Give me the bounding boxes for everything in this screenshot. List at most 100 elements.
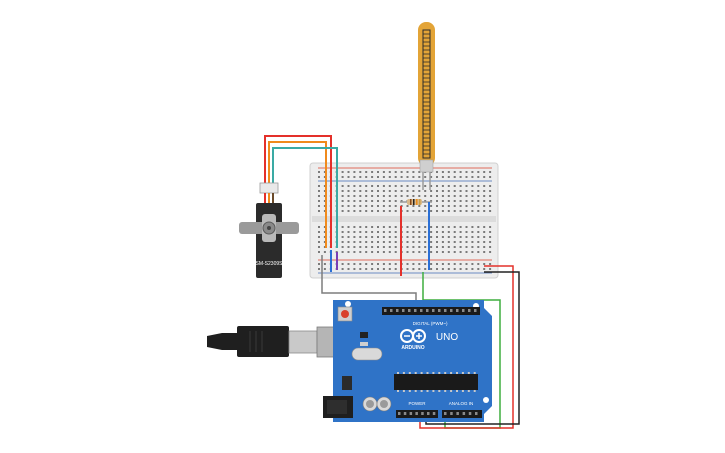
bottom-header-pins	[398, 412, 478, 415]
breadboard-hole	[365, 176, 368, 178]
breadboard-hole	[483, 195, 486, 197]
breadboard-hole	[347, 200, 350, 202]
chip-pin	[432, 372, 435, 374]
breadboard-hole	[382, 176, 385, 178]
breadboard-hole	[359, 251, 362, 253]
breadboard-hole	[459, 176, 462, 178]
breadboard-hole	[430, 205, 433, 207]
breadboard-hole	[447, 268, 450, 270]
breadboard-hole	[441, 205, 444, 207]
arduino-uno[interactable]: DIGITAL (PWM~) ARDUINO UNO POWER A	[323, 300, 492, 422]
breadboard-hole	[436, 185, 438, 187]
breadboard-hole	[489, 176, 492, 178]
digital-header-pins	[384, 309, 477, 312]
breadboard-hole	[382, 171, 385, 173]
breadboard-hole	[318, 246, 320, 248]
breadboard-hole	[412, 190, 415, 192]
breadboard-hole	[323, 236, 326, 238]
chip-pin	[473, 372, 476, 374]
breadboard-hole	[388, 195, 391, 197]
breadboard-hole	[471, 226, 474, 228]
breadboard-hole	[318, 263, 320, 265]
flex-sensor[interactable]	[418, 22, 435, 190]
breadboard-hole	[394, 205, 397, 207]
breadboard-hole	[382, 205, 385, 207]
breadboard-hole	[371, 185, 374, 187]
chip-pin	[450, 390, 453, 392]
breadboard-hole	[382, 236, 385, 238]
breadboard-hole	[371, 241, 374, 243]
breadboard-hole	[388, 226, 391, 228]
breadboard-hole	[418, 190, 421, 192]
breadboard-hole	[453, 268, 456, 270]
chip-pin	[420, 372, 423, 374]
breadboard-hole	[341, 205, 344, 207]
breadboard-hole	[400, 185, 403, 187]
breadboard-hole	[471, 246, 474, 248]
breadboard-hole	[424, 236, 427, 238]
breadboard-hole	[459, 231, 462, 233]
power-pin	[415, 412, 418, 415]
breadboard-hole	[489, 226, 492, 228]
breadboard-hole	[477, 246, 480, 248]
digital-pin	[396, 309, 399, 312]
servo-motor[interactable]: SM-S2309S	[239, 135, 338, 278]
breadboard-hole	[483, 171, 486, 173]
breadboard-hole	[453, 205, 456, 207]
breadboard-hole	[359, 176, 362, 178]
reset-button-cap	[341, 310, 349, 318]
breadboard-hole	[471, 231, 474, 233]
breadboard-hole	[477, 205, 480, 207]
breadboard-hole	[388, 246, 391, 248]
breadboard-hole	[459, 236, 462, 238]
breadboard-hole	[471, 176, 474, 178]
breadboard-hole	[400, 195, 403, 197]
breadboard-hole	[359, 231, 362, 233]
breadboard-hole	[418, 236, 421, 238]
breadboard[interactable]	[309, 162, 499, 279]
breadboard-hole	[347, 176, 350, 178]
chip-pin	[397, 390, 399, 392]
arduino-logo	[400, 329, 426, 343]
breadboard-hole	[371, 176, 374, 178]
breadboard-hole	[341, 241, 344, 243]
breadboard-hole	[483, 241, 486, 243]
breadboard-hole	[477, 241, 480, 243]
breadboard-hole	[318, 241, 320, 243]
resistor[interactable]	[400, 199, 432, 205]
breadboard-hole	[412, 236, 415, 238]
arduino-board	[333, 300, 492, 422]
arduino-mount-hole-1	[345, 301, 351, 307]
breadboard-hole	[447, 200, 450, 202]
breadboard-hole	[489, 185, 492, 187]
breadboard-hole	[353, 263, 356, 265]
breadboard-hole	[471, 205, 474, 207]
breadboard-hole	[359, 241, 362, 243]
breadboard-hole	[441, 195, 444, 197]
breadboard-hole	[436, 231, 438, 233]
breadboard-hole	[477, 210, 480, 212]
breadboard-hole	[459, 195, 462, 197]
breadboard-hole	[388, 263, 391, 265]
breadboard-hole	[371, 231, 374, 233]
breadboard-hole	[394, 263, 397, 265]
breadboard-hole	[347, 263, 350, 265]
breadboard-hole	[371, 236, 374, 238]
breadboard-hole	[459, 251, 462, 253]
breadboard-hole	[430, 251, 433, 253]
breadboard-hole	[341, 190, 344, 192]
breadboard-hole	[382, 246, 385, 248]
breadboard-hole	[388, 171, 391, 173]
resistor-band-4	[419, 199, 421, 205]
breadboard-hole	[436, 205, 438, 207]
breadboard-hole	[353, 231, 356, 233]
breadboard-hole	[447, 190, 450, 192]
breadboard-hole	[453, 195, 456, 197]
analog-label: ANALOG IN	[449, 401, 474, 406]
breadboard-hole	[406, 236, 409, 238]
breadboard-hole	[489, 246, 492, 248]
resistor-band-2	[413, 199, 415, 205]
breadboard-hole	[441, 190, 444, 192]
breadboard-hole	[353, 241, 356, 243]
